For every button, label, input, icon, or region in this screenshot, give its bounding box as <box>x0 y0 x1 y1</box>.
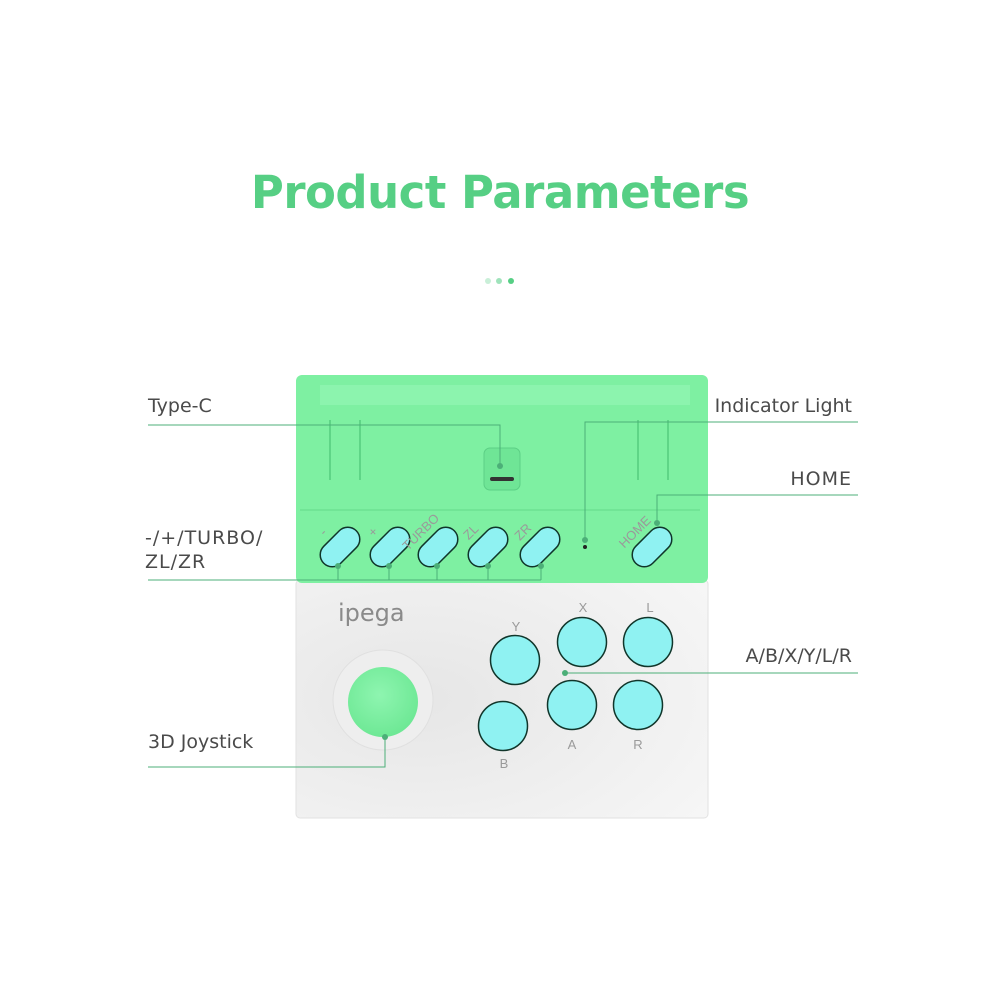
face-button-l[interactable] <box>622 616 674 668</box>
callout-function-buttons-line1: -/+/TURBO/ <box>145 527 263 549</box>
face-button-label: X <box>579 600 588 615</box>
face-button-label: R <box>633 737 642 752</box>
3d-joystick[interactable] <box>332 649 434 751</box>
side-button-plus[interactable] <box>365 522 414 571</box>
page-title: Product Parameters <box>250 166 750 219</box>
brand-logo: ipega <box>338 599 405 627</box>
face-button-label: Y <box>512 619 521 634</box>
controller-body: ipega <box>295 375 709 819</box>
callout-face-buttons: A/B/X/Y/L/R <box>746 645 852 667</box>
face-button-label: A <box>568 737 577 752</box>
face-button-b[interactable] <box>477 700 529 752</box>
face-button-r[interactable] <box>612 679 664 731</box>
side-button-zr[interactable] <box>515 522 564 571</box>
side-button-turbo[interactable] <box>413 522 462 571</box>
side-button-zl[interactable] <box>463 522 512 571</box>
face-button-y[interactable] <box>489 634 541 686</box>
indicator-light <box>583 545 587 549</box>
callout-home: HOME <box>790 468 852 490</box>
callout-function-buttons-line2: ZL/ZR <box>145 551 206 573</box>
callout-type-c: Type-C <box>147 395 212 417</box>
callout-dots <box>335 463 660 740</box>
face-button-a[interactable] <box>546 679 598 731</box>
page-indicator-dots <box>485 278 514 284</box>
side-button-home[interactable] <box>627 522 676 571</box>
face-button-label: B <box>500 756 509 771</box>
face-button-x[interactable] <box>556 616 608 668</box>
type-c-port <box>483 447 521 491</box>
face-button-label: L <box>646 600 653 615</box>
callout-lines <box>148 421 858 768</box>
side-button-minus[interactable] <box>315 522 364 571</box>
callout-indicator-light: Indicator Light <box>715 395 852 417</box>
callout-joystick: 3D Joystick <box>148 731 253 753</box>
